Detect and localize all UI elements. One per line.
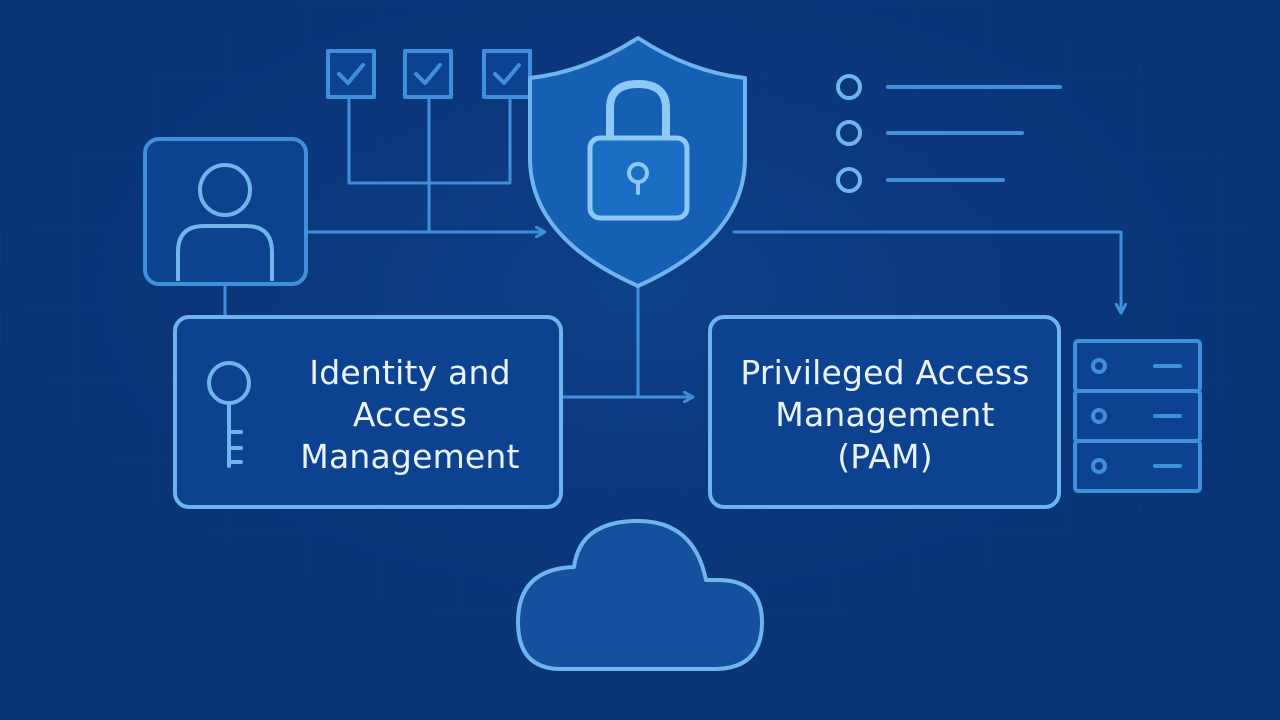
cloud-icon xyxy=(516,519,764,671)
server-icon xyxy=(1073,339,1202,493)
iam-box xyxy=(173,315,563,509)
iam-label-line-3: Management xyxy=(300,437,520,476)
iam-label: Identity and Access Management xyxy=(250,352,570,478)
user-icon xyxy=(143,137,308,286)
iam-label-line-2: Access xyxy=(352,395,468,434)
list-icon xyxy=(836,74,1062,193)
checkbox-icons xyxy=(326,49,532,99)
shield-to-server-arrow xyxy=(732,230,1121,312)
pam-label: Privileged Access Management (PAM) xyxy=(712,352,1058,478)
pam-label-line-3: (PAM) xyxy=(837,437,933,476)
checkbox-icon xyxy=(482,49,532,99)
shield-lock-icon xyxy=(528,36,747,288)
pam-label-line-2: Management xyxy=(775,395,995,434)
checkbox-icon xyxy=(403,49,453,99)
pam-label-line-1: Privileged Access xyxy=(740,353,1030,392)
iam-label-line-1: Identity and xyxy=(309,353,511,392)
checkbox-icon xyxy=(326,49,376,99)
connector-lines xyxy=(223,98,1121,397)
key-icon xyxy=(207,361,251,468)
checkbox-tree-connector xyxy=(347,98,512,234)
pam-box xyxy=(708,315,1061,509)
